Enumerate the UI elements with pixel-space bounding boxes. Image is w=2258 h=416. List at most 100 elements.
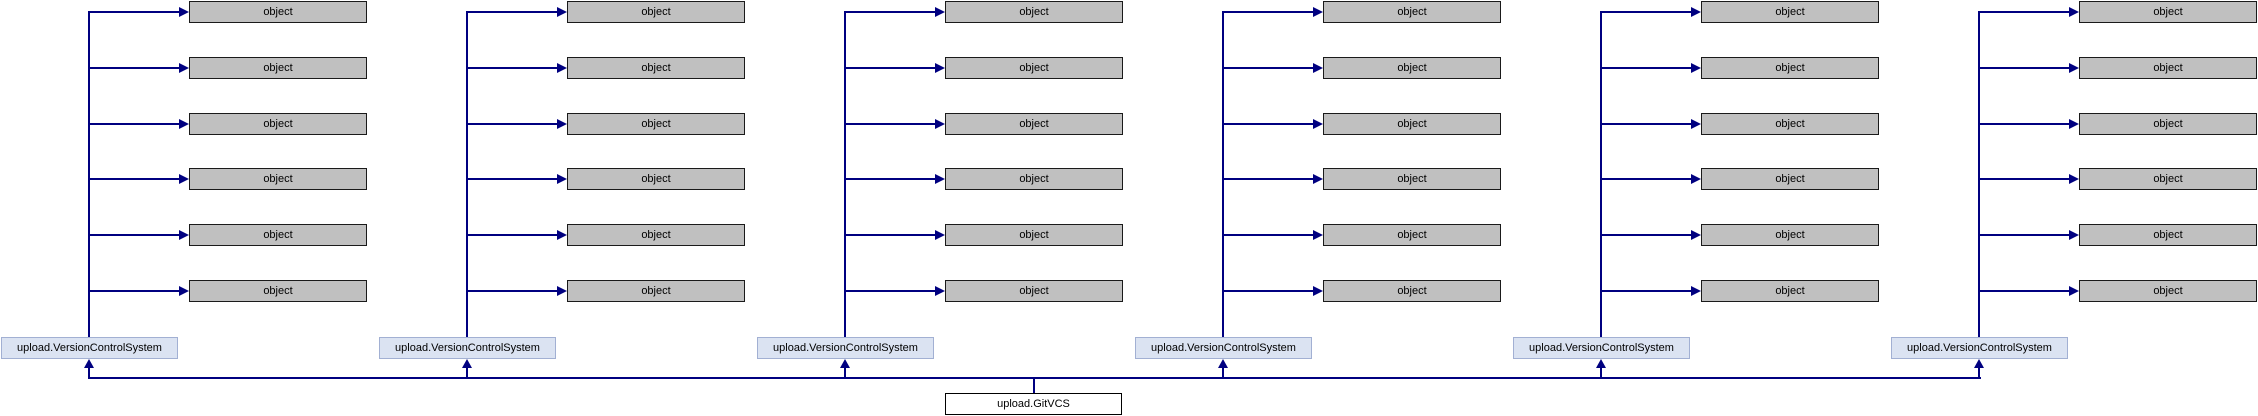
branch-edge	[845, 234, 935, 236]
object-base-class-box: object	[945, 168, 1123, 190]
branch-edge	[89, 11, 179, 13]
version-control-system-class-box[interactable]: upload.VersionControlSystem	[379, 337, 556, 359]
object-base-class-box: object	[945, 224, 1123, 246]
branch-edge	[1223, 234, 1313, 236]
object-base-class-box: object	[189, 1, 367, 23]
branch-edge	[467, 11, 557, 13]
object-base-class-box: object	[1323, 224, 1501, 246]
object-base-class-box: object	[567, 1, 745, 23]
branch-edge	[467, 290, 557, 292]
object-base-class-box: object	[1323, 57, 1501, 79]
object-base-class-box: object	[2079, 1, 2257, 23]
object-base-class-box: object	[1701, 57, 1879, 79]
right-arrowhead-icon	[2069, 119, 2079, 129]
right-arrowhead-icon	[1691, 230, 1701, 240]
branch-edge	[1979, 11, 2069, 13]
stub-edge	[88, 367, 90, 379]
right-arrowhead-icon	[935, 63, 945, 73]
up-arrowhead-icon	[462, 359, 472, 368]
right-arrowhead-icon	[1313, 7, 1323, 17]
object-base-class-box: object	[189, 224, 367, 246]
object-base-class-box: object	[1323, 113, 1501, 135]
right-arrowhead-icon	[935, 174, 945, 184]
branch-edge	[89, 178, 179, 180]
branch-edge	[1601, 290, 1691, 292]
right-arrowhead-icon	[1313, 63, 1323, 73]
version-control-system-class-box[interactable]: upload.VersionControlSystem	[1135, 337, 1312, 359]
branch-edge	[845, 67, 935, 69]
right-arrowhead-icon	[1313, 174, 1323, 184]
branch-edge	[1979, 123, 2069, 125]
branch-edge	[1223, 178, 1313, 180]
object-base-class-box: object	[189, 57, 367, 79]
version-control-system-class-box[interactable]: upload.VersionControlSystem	[757, 337, 934, 359]
right-arrowhead-icon	[1691, 286, 1701, 296]
branch-edge	[89, 290, 179, 292]
object-base-class-box: object	[1701, 1, 1879, 23]
version-control-system-class-box[interactable]: upload.VersionControlSystem	[1, 337, 178, 359]
branch-edge	[89, 234, 179, 236]
right-arrowhead-icon	[557, 7, 567, 17]
up-arrowhead-icon	[84, 359, 94, 368]
branch-edge	[1601, 67, 1691, 69]
right-arrowhead-icon	[179, 174, 189, 184]
branch-edge	[467, 67, 557, 69]
root-edge	[1033, 378, 1035, 394]
spine-edge	[1978, 11, 1980, 337]
branch-edge	[467, 178, 557, 180]
right-arrowhead-icon	[2069, 230, 2079, 240]
object-base-class-box: object	[1701, 224, 1879, 246]
right-arrowhead-icon	[1313, 230, 1323, 240]
up-arrowhead-icon	[1218, 359, 1228, 368]
version-control-system-class-box[interactable]: upload.VersionControlSystem	[1513, 337, 1690, 359]
version-control-system-class-box[interactable]: upload.VersionControlSystem	[1891, 337, 2068, 359]
right-arrowhead-icon	[1691, 174, 1701, 184]
spine-edge	[844, 11, 846, 337]
object-base-class-box: object	[567, 224, 745, 246]
branch-edge	[1601, 234, 1691, 236]
stub-edge	[844, 367, 846, 379]
branch-edge	[467, 123, 557, 125]
object-base-class-box: object	[567, 280, 745, 302]
object-base-class-box: object	[2079, 168, 2257, 190]
right-arrowhead-icon	[557, 119, 567, 129]
right-arrowhead-icon	[2069, 286, 2079, 296]
object-base-class-box: object	[1323, 168, 1501, 190]
right-arrowhead-icon	[1691, 63, 1701, 73]
right-arrowhead-icon	[2069, 174, 2079, 184]
object-base-class-box: object	[189, 113, 367, 135]
branch-edge	[1223, 290, 1313, 292]
branch-edge	[1979, 178, 2069, 180]
right-arrowhead-icon	[557, 286, 567, 296]
stub-edge	[466, 367, 468, 379]
branch-edge	[845, 290, 935, 292]
branch-edge	[845, 123, 935, 125]
object-base-class-box: object	[1701, 168, 1879, 190]
branch-edge	[89, 123, 179, 125]
object-base-class-box: object	[1323, 1, 1501, 23]
object-base-class-box: object	[1323, 280, 1501, 302]
branch-edge	[1979, 67, 2069, 69]
object-base-class-box: object	[189, 168, 367, 190]
object-base-class-box: object	[945, 1, 1123, 23]
object-base-class-box: object	[567, 57, 745, 79]
stub-edge	[1978, 367, 1980, 379]
right-arrowhead-icon	[179, 63, 189, 73]
right-arrowhead-icon	[1313, 119, 1323, 129]
branch-edge	[845, 178, 935, 180]
object-base-class-box: object	[945, 113, 1123, 135]
gitvcs-class-box[interactable]: upload.GitVCS	[945, 393, 1122, 415]
right-arrowhead-icon	[1691, 7, 1701, 17]
right-arrowhead-icon	[2069, 63, 2079, 73]
object-base-class-box: object	[1701, 280, 1879, 302]
spine-edge	[88, 11, 90, 337]
object-base-class-box: object	[2079, 224, 2257, 246]
object-base-class-box: object	[945, 57, 1123, 79]
right-arrowhead-icon	[935, 230, 945, 240]
